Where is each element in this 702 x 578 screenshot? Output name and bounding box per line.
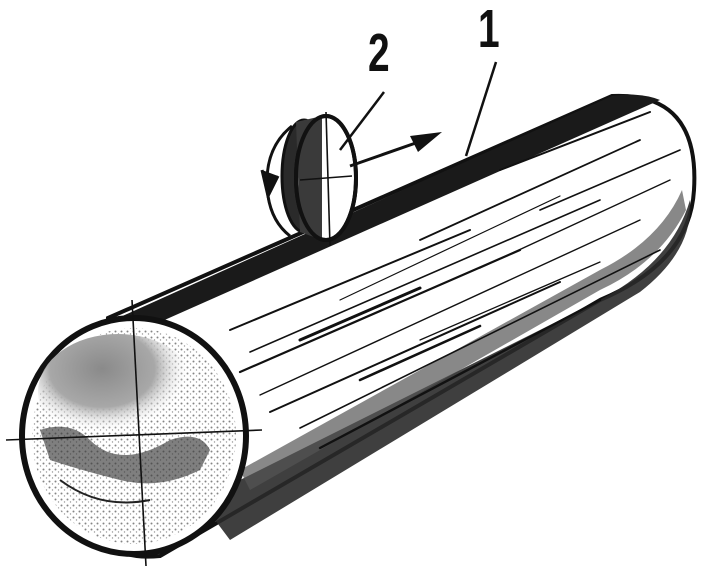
motion-arrow-icon: [349, 132, 442, 168]
log-body: [105, 93, 697, 559]
roller-crosshair: [299, 111, 353, 247]
label-roller: 2: [368, 23, 390, 83]
log-end-face: [19, 315, 249, 557]
end-crosshair: [5, 299, 263, 567]
label-log: 1: [478, 0, 500, 59]
rotation-arrow-icon: [260, 124, 293, 238]
wood-grain: [229, 111, 681, 450]
leader-lines: [339, 61, 498, 157]
